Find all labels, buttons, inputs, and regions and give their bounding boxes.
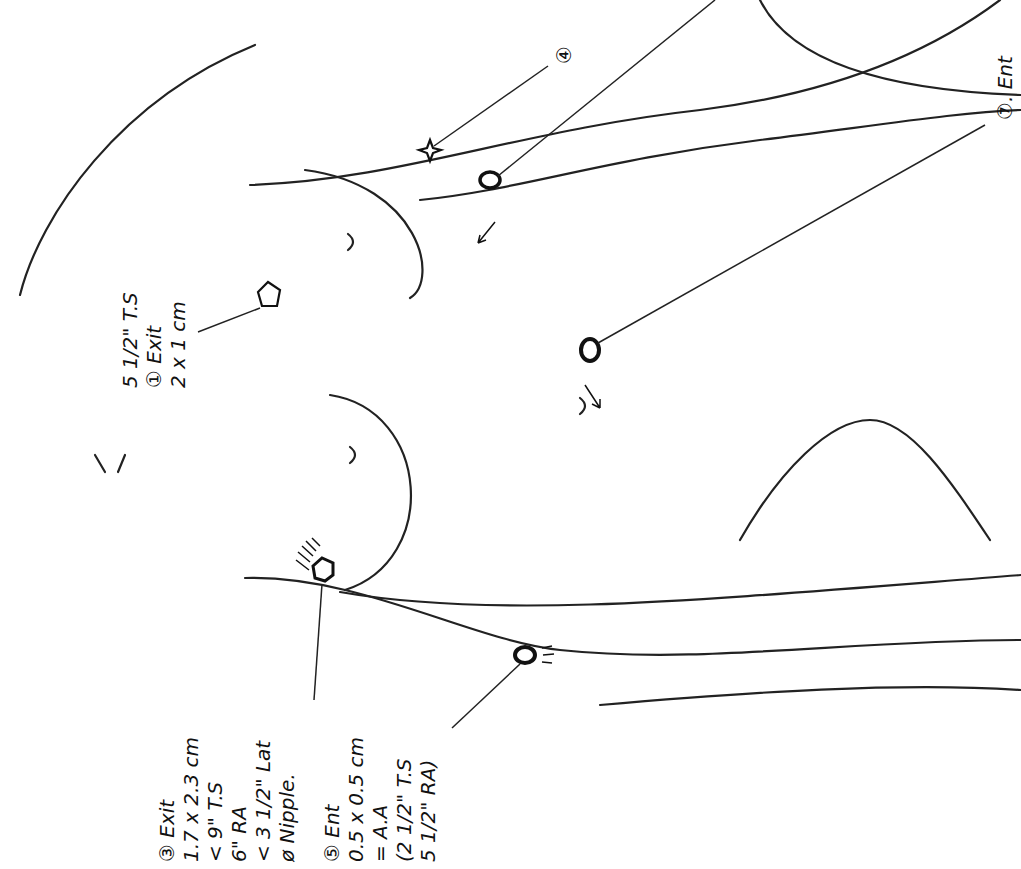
nipple-mark xyxy=(348,234,353,250)
note-line: 1.7 x 2.3 cm xyxy=(179,737,203,862)
breast-outline xyxy=(305,170,422,298)
note-line: < 3 1/2" Lat xyxy=(251,737,275,862)
body-outline xyxy=(20,0,1021,705)
note-line: (2 1/2" T.S xyxy=(392,737,416,862)
entry-wound xyxy=(515,647,535,663)
entry-wound xyxy=(480,172,500,188)
arm-line xyxy=(760,0,1021,95)
leader-line xyxy=(452,664,520,728)
hatching xyxy=(542,646,554,663)
note-line: ① Exit xyxy=(142,292,166,388)
note-line: ø Nipple. xyxy=(275,737,299,862)
note-line: 5 1/2" RA) xyxy=(416,737,440,862)
note-line: ③ Exit xyxy=(155,737,179,862)
entry-wound xyxy=(581,339,599,361)
note-line: 0.5 x 0.5 cm xyxy=(344,737,368,862)
note-line: ④ xyxy=(552,46,576,64)
clavicle-mark xyxy=(95,455,125,472)
exit-wound xyxy=(313,558,333,581)
leader-line xyxy=(198,308,260,332)
note-line: 2 x 1 cm xyxy=(166,292,190,388)
wound-note: ③ Exit1.7 x 2.3 cm< 9" T.S6" RA< 3 1/2" … xyxy=(155,737,299,862)
leader-line xyxy=(598,125,985,343)
umbilicus-mark xyxy=(580,398,585,414)
flank-line xyxy=(245,578,1021,655)
direction-arrow xyxy=(585,385,600,408)
flank-line xyxy=(250,0,1000,185)
arm-line xyxy=(600,687,1021,705)
shoulder-curve xyxy=(20,45,255,295)
note-line: 6" RA xyxy=(227,737,251,862)
wound-note: ⑤ Ent0.5 x 0.5 cm= A.A(2 1/2" T.S5 1/2" … xyxy=(320,737,440,862)
note-line: 5 1/2" T.S xyxy=(118,292,142,388)
wound-marks xyxy=(258,140,600,663)
wound-note: 5 1/2" T.S① Exit2 x 1 cm xyxy=(118,292,190,388)
hatching xyxy=(296,538,320,570)
breast-outline xyxy=(330,395,411,590)
arm-line xyxy=(340,575,1021,606)
note-line: ⑤ Ent xyxy=(320,737,344,862)
pubic-curve xyxy=(740,420,990,540)
direction-arrow xyxy=(478,222,495,243)
note-line: < 9" T.S xyxy=(203,737,227,862)
nipple-mark xyxy=(350,447,355,463)
leader-line xyxy=(314,584,322,700)
wound-note: ④ xyxy=(552,46,576,64)
leader-line xyxy=(434,66,548,146)
leader-lines xyxy=(198,0,985,728)
exit-wound xyxy=(258,282,280,306)
wound-note: ⑦. Ent xyxy=(993,56,1017,120)
note-line: = A.A xyxy=(368,737,392,862)
note-line: ⑦. Ent xyxy=(993,56,1017,120)
leader-line xyxy=(498,0,715,176)
